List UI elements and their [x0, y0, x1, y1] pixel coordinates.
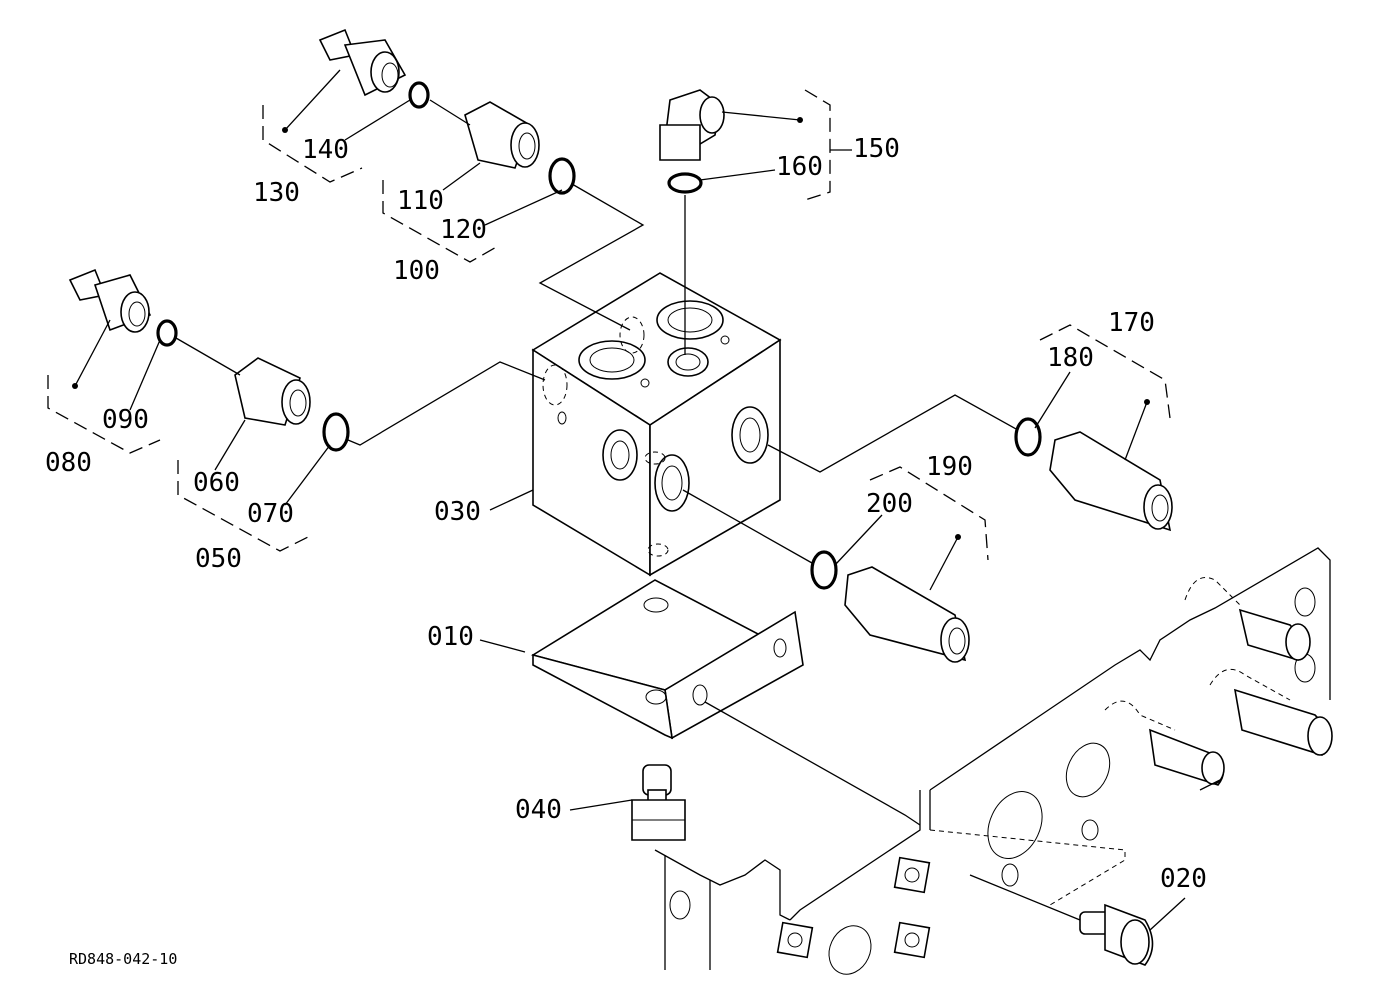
- label-110: 110: [397, 186, 444, 216]
- assembly-lines: [175, 99, 1081, 921]
- label-190: 190: [926, 452, 973, 482]
- leader-lines: [72, 69, 1186, 931]
- label-140: 140: [302, 135, 349, 165]
- kit-brackets: [47, 89, 1171, 561]
- label-050: 050: [195, 544, 242, 574]
- label-160: 160: [776, 152, 823, 182]
- mounting-bracket: [530, 579, 804, 740]
- label-090: 090: [102, 405, 149, 435]
- elbow-150: [659, 89, 725, 194]
- label-070: 070: [247, 499, 294, 529]
- label-150: 150: [853, 134, 900, 164]
- bolt-020: [1079, 903, 1154, 966]
- label-200: 200: [866, 489, 913, 519]
- fitting-130: [318, 28, 430, 109]
- label-130: 130: [253, 178, 300, 208]
- label-170: 170: [1108, 308, 1155, 338]
- label-020: 020: [1160, 864, 1207, 894]
- label-060: 060: [193, 468, 240, 498]
- frame-panel: [654, 547, 1333, 975]
- fitting-080: [68, 268, 178, 347]
- adapter-170: [1014, 417, 1173, 532]
- valve-block: [531, 272, 782, 577]
- label-030: 030: [434, 497, 481, 527]
- label-040: 040: [515, 795, 562, 825]
- label-100: 100: [393, 256, 440, 286]
- label-120: 120: [440, 215, 487, 245]
- label-080: 080: [45, 448, 92, 478]
- adapter-110: [464, 101, 576, 195]
- bolt-040: [631, 764, 686, 841]
- adapter-060: [234, 357, 350, 452]
- drawing-reference: RD848-042-10: [69, 950, 177, 968]
- label-010: 010: [427, 622, 474, 652]
- adapter-190: [810, 550, 970, 663]
- label-180: 180: [1047, 343, 1094, 373]
- part-labels: 010 020 030 040 050 060 070 080 090 100 …: [45, 134, 1207, 894]
